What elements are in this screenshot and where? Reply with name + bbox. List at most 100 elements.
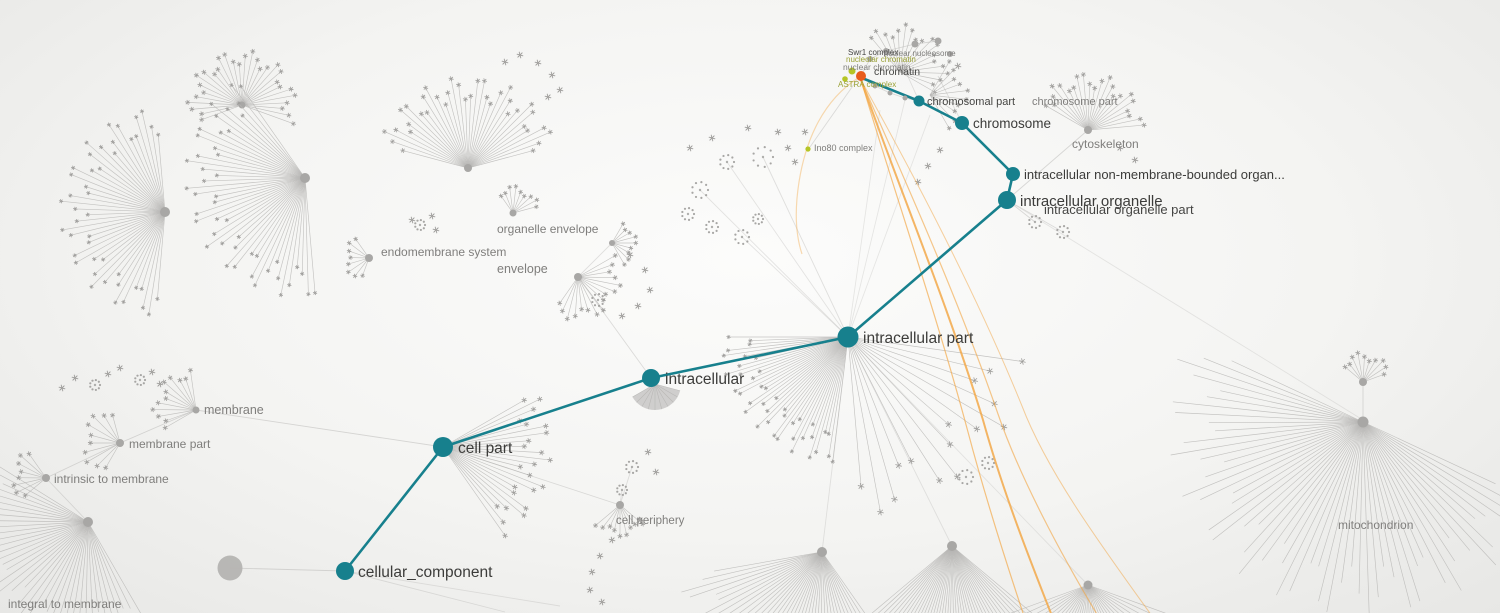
dotted-ring-node[interactable] xyxy=(719,154,736,170)
go-term-label-intracellular[interactable]: intracellular xyxy=(665,371,744,388)
dotted-ring-node[interactable] xyxy=(752,212,765,226)
asterisk-node-icon xyxy=(236,101,241,106)
asterisk-node-icon xyxy=(456,82,462,88)
green-term-node[interactable] xyxy=(805,146,811,152)
go-term-node[interactable] xyxy=(42,474,50,482)
gray-term-node[interactable] xyxy=(883,48,889,54)
gray-term-node[interactable] xyxy=(947,51,953,57)
asterisk-node-icon xyxy=(789,449,794,454)
asterisk-node-icon xyxy=(1130,98,1136,104)
asterisk-node-icon xyxy=(518,189,523,195)
graph-edge xyxy=(809,79,858,148)
gray-term-node[interactable] xyxy=(902,95,908,101)
asterisk-node-icon xyxy=(1361,354,1368,360)
go-term-node-intracellular-organelle[interactable] xyxy=(998,191,1016,209)
asterisk-node-icon xyxy=(1380,358,1386,364)
go-term-label-chromosome[interactable]: chromosome xyxy=(973,116,1051,131)
go-term-node[interactable] xyxy=(509,209,517,217)
dotted-ring-node[interactable] xyxy=(681,206,696,222)
go-term-node[interactable] xyxy=(238,101,246,109)
asterisk-node-icon xyxy=(919,38,925,44)
asterisk-node-icon xyxy=(16,475,22,481)
dotted-ring-node[interactable] xyxy=(705,219,720,235)
asterisk-node-icon xyxy=(116,282,121,287)
asterisk-node-icon xyxy=(790,421,796,426)
gray-term-node[interactable] xyxy=(934,37,942,45)
go-term-node-cellular-component[interactable] xyxy=(336,562,354,580)
dotted-ring-node[interactable] xyxy=(691,181,710,199)
asterisk-node-icon xyxy=(738,372,743,377)
go-term-label-intracellular-part[interactable]: intracellular part xyxy=(863,330,974,347)
dotted-ring-node[interactable] xyxy=(414,218,427,232)
dotted-ring-node[interactable] xyxy=(616,483,629,497)
asterisk-node-icon xyxy=(86,190,91,196)
orange-term-node[interactable] xyxy=(856,71,866,81)
asterisk-node-icon xyxy=(501,58,509,66)
green-term-node[interactable] xyxy=(848,67,856,75)
go-term-node-intracellular-part[interactable] xyxy=(837,326,859,348)
go-term-node[interactable] xyxy=(464,164,472,172)
go-term-label-intracellular-non-membrane-bounded-organelle[interactable]: intracellular non-membrane-bounded organ… xyxy=(1024,167,1285,182)
go-term-node-intracellular[interactable] xyxy=(642,369,660,387)
term-label: membrane part xyxy=(129,437,211,451)
dotted-ring-node[interactable] xyxy=(981,455,996,471)
go-term-node-chromosome[interactable] xyxy=(955,116,969,130)
asterisk-node-icon xyxy=(161,379,167,385)
asterisk-node-icon xyxy=(156,380,164,388)
dotted-ring-node[interactable] xyxy=(625,459,640,475)
asterisk-node-icon xyxy=(607,523,613,530)
go-term-node-cell-part[interactable] xyxy=(433,437,453,457)
dotted-ring-node[interactable] xyxy=(752,146,775,168)
asterisk-node-icon xyxy=(284,100,290,106)
asterisk-node-icon xyxy=(278,68,284,75)
go-term-node[interactable] xyxy=(817,547,827,557)
dotted-ring-node[interactable] xyxy=(958,469,975,485)
go-term-node[interactable] xyxy=(947,541,957,551)
dotted-ring-node[interactable] xyxy=(89,378,102,392)
go-term-node[interactable] xyxy=(1359,378,1367,386)
dotted-ring-node[interactable] xyxy=(1028,214,1043,230)
asterisk-node-icon xyxy=(163,389,169,395)
dotted-ring-node[interactable] xyxy=(591,292,606,308)
asterisk-node-icon xyxy=(290,121,296,127)
dotted-ring-node[interactable] xyxy=(734,229,751,245)
asterisk-node-icon xyxy=(791,158,799,166)
go-term-node[interactable] xyxy=(574,273,582,281)
go-term-label-intracellular-organelle[interactable]: intracellular organelle xyxy=(1020,193,1163,210)
go-term-node-chromosomal-part[interactable] xyxy=(913,95,925,107)
asterisk-node-icon xyxy=(895,462,902,469)
dotted-ring-node[interactable] xyxy=(134,373,147,387)
go-term-node[interactable] xyxy=(1357,416,1369,428)
graph-edge xyxy=(847,99,906,338)
go-term-node[interactable] xyxy=(300,173,310,183)
term-label: membrane xyxy=(204,403,264,417)
asterisk-node-icon xyxy=(946,441,954,448)
go-term-node[interactable] xyxy=(365,254,373,262)
gray-term-node[interactable] xyxy=(911,40,919,48)
asterisk-node-icon xyxy=(907,457,915,465)
asterisk-node-icon xyxy=(1110,93,1116,99)
green-term-node[interactable] xyxy=(842,76,848,82)
orange-link-path xyxy=(795,77,859,255)
gray-term-node[interactable] xyxy=(867,56,873,62)
go-term-node[interactable] xyxy=(609,240,615,246)
go-term-node[interactable] xyxy=(616,501,624,509)
go-term-node[interactable] xyxy=(116,439,124,447)
go-term-node[interactable] xyxy=(217,555,243,581)
asterisk-node-icon xyxy=(1347,361,1353,367)
go-term-node[interactable] xyxy=(160,207,170,217)
go-term-node[interactable] xyxy=(1084,126,1092,134)
go-term-label-cell-part[interactable]: cell part xyxy=(458,440,513,457)
gray-term-node[interactable] xyxy=(872,83,878,89)
go-term-node[interactable] xyxy=(1083,580,1093,590)
go-term-label-cellular-component[interactable]: cellular_component xyxy=(358,564,493,581)
go-term-node[interactable] xyxy=(192,406,200,414)
asterisk-node-icon xyxy=(121,299,126,305)
asterisk-node-icon xyxy=(134,285,139,290)
go-term-node[interactable] xyxy=(83,517,93,527)
dotted-ring-node[interactable] xyxy=(1056,224,1071,240)
gray-term-node[interactable] xyxy=(887,90,893,96)
graph-edge xyxy=(195,409,444,448)
go-term-node-intracellular-non-membrane-bounded-organelle[interactable] xyxy=(1006,167,1020,181)
